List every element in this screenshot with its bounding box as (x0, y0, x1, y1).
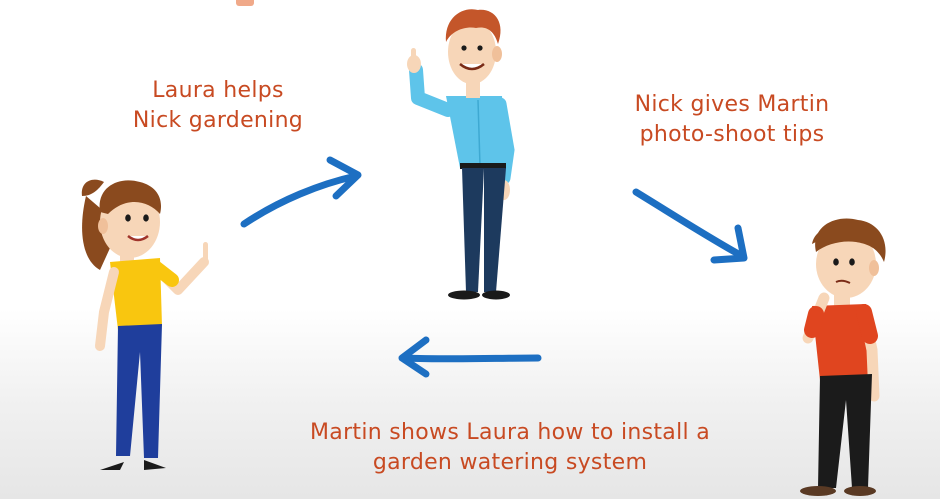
caption-nick-helps-martin: Nick gives Martin photo-shoot tips (612, 90, 852, 150)
caption-laura-line2: Nick gardening (132, 108, 304, 133)
caption-martin-helps-laura: Martin shows Laura how to install a gard… (250, 418, 770, 478)
top-edge-marker (236, 0, 254, 6)
caption-laura-helps-nick: Laura helps Nick gardening (108, 76, 328, 136)
arrow-laura-to-nick (240, 156, 362, 228)
nick-figure (407, 9, 515, 300)
caption-laura-line1: Laura helps (152, 78, 284, 103)
caption-nick-line1: Nick gives Martin (634, 92, 830, 117)
arrow-martin-to-laura (398, 336, 542, 378)
caption-martin-line2: garden watering system (372, 450, 648, 475)
laura-figure (81, 179, 209, 470)
caption-nick-line2: photo-shoot tips (639, 122, 825, 147)
caption-martin-line1: Martin shows Laura how to install a (310, 420, 710, 445)
arrow-nick-to-martin (632, 188, 748, 264)
martin-figure (800, 218, 886, 496)
